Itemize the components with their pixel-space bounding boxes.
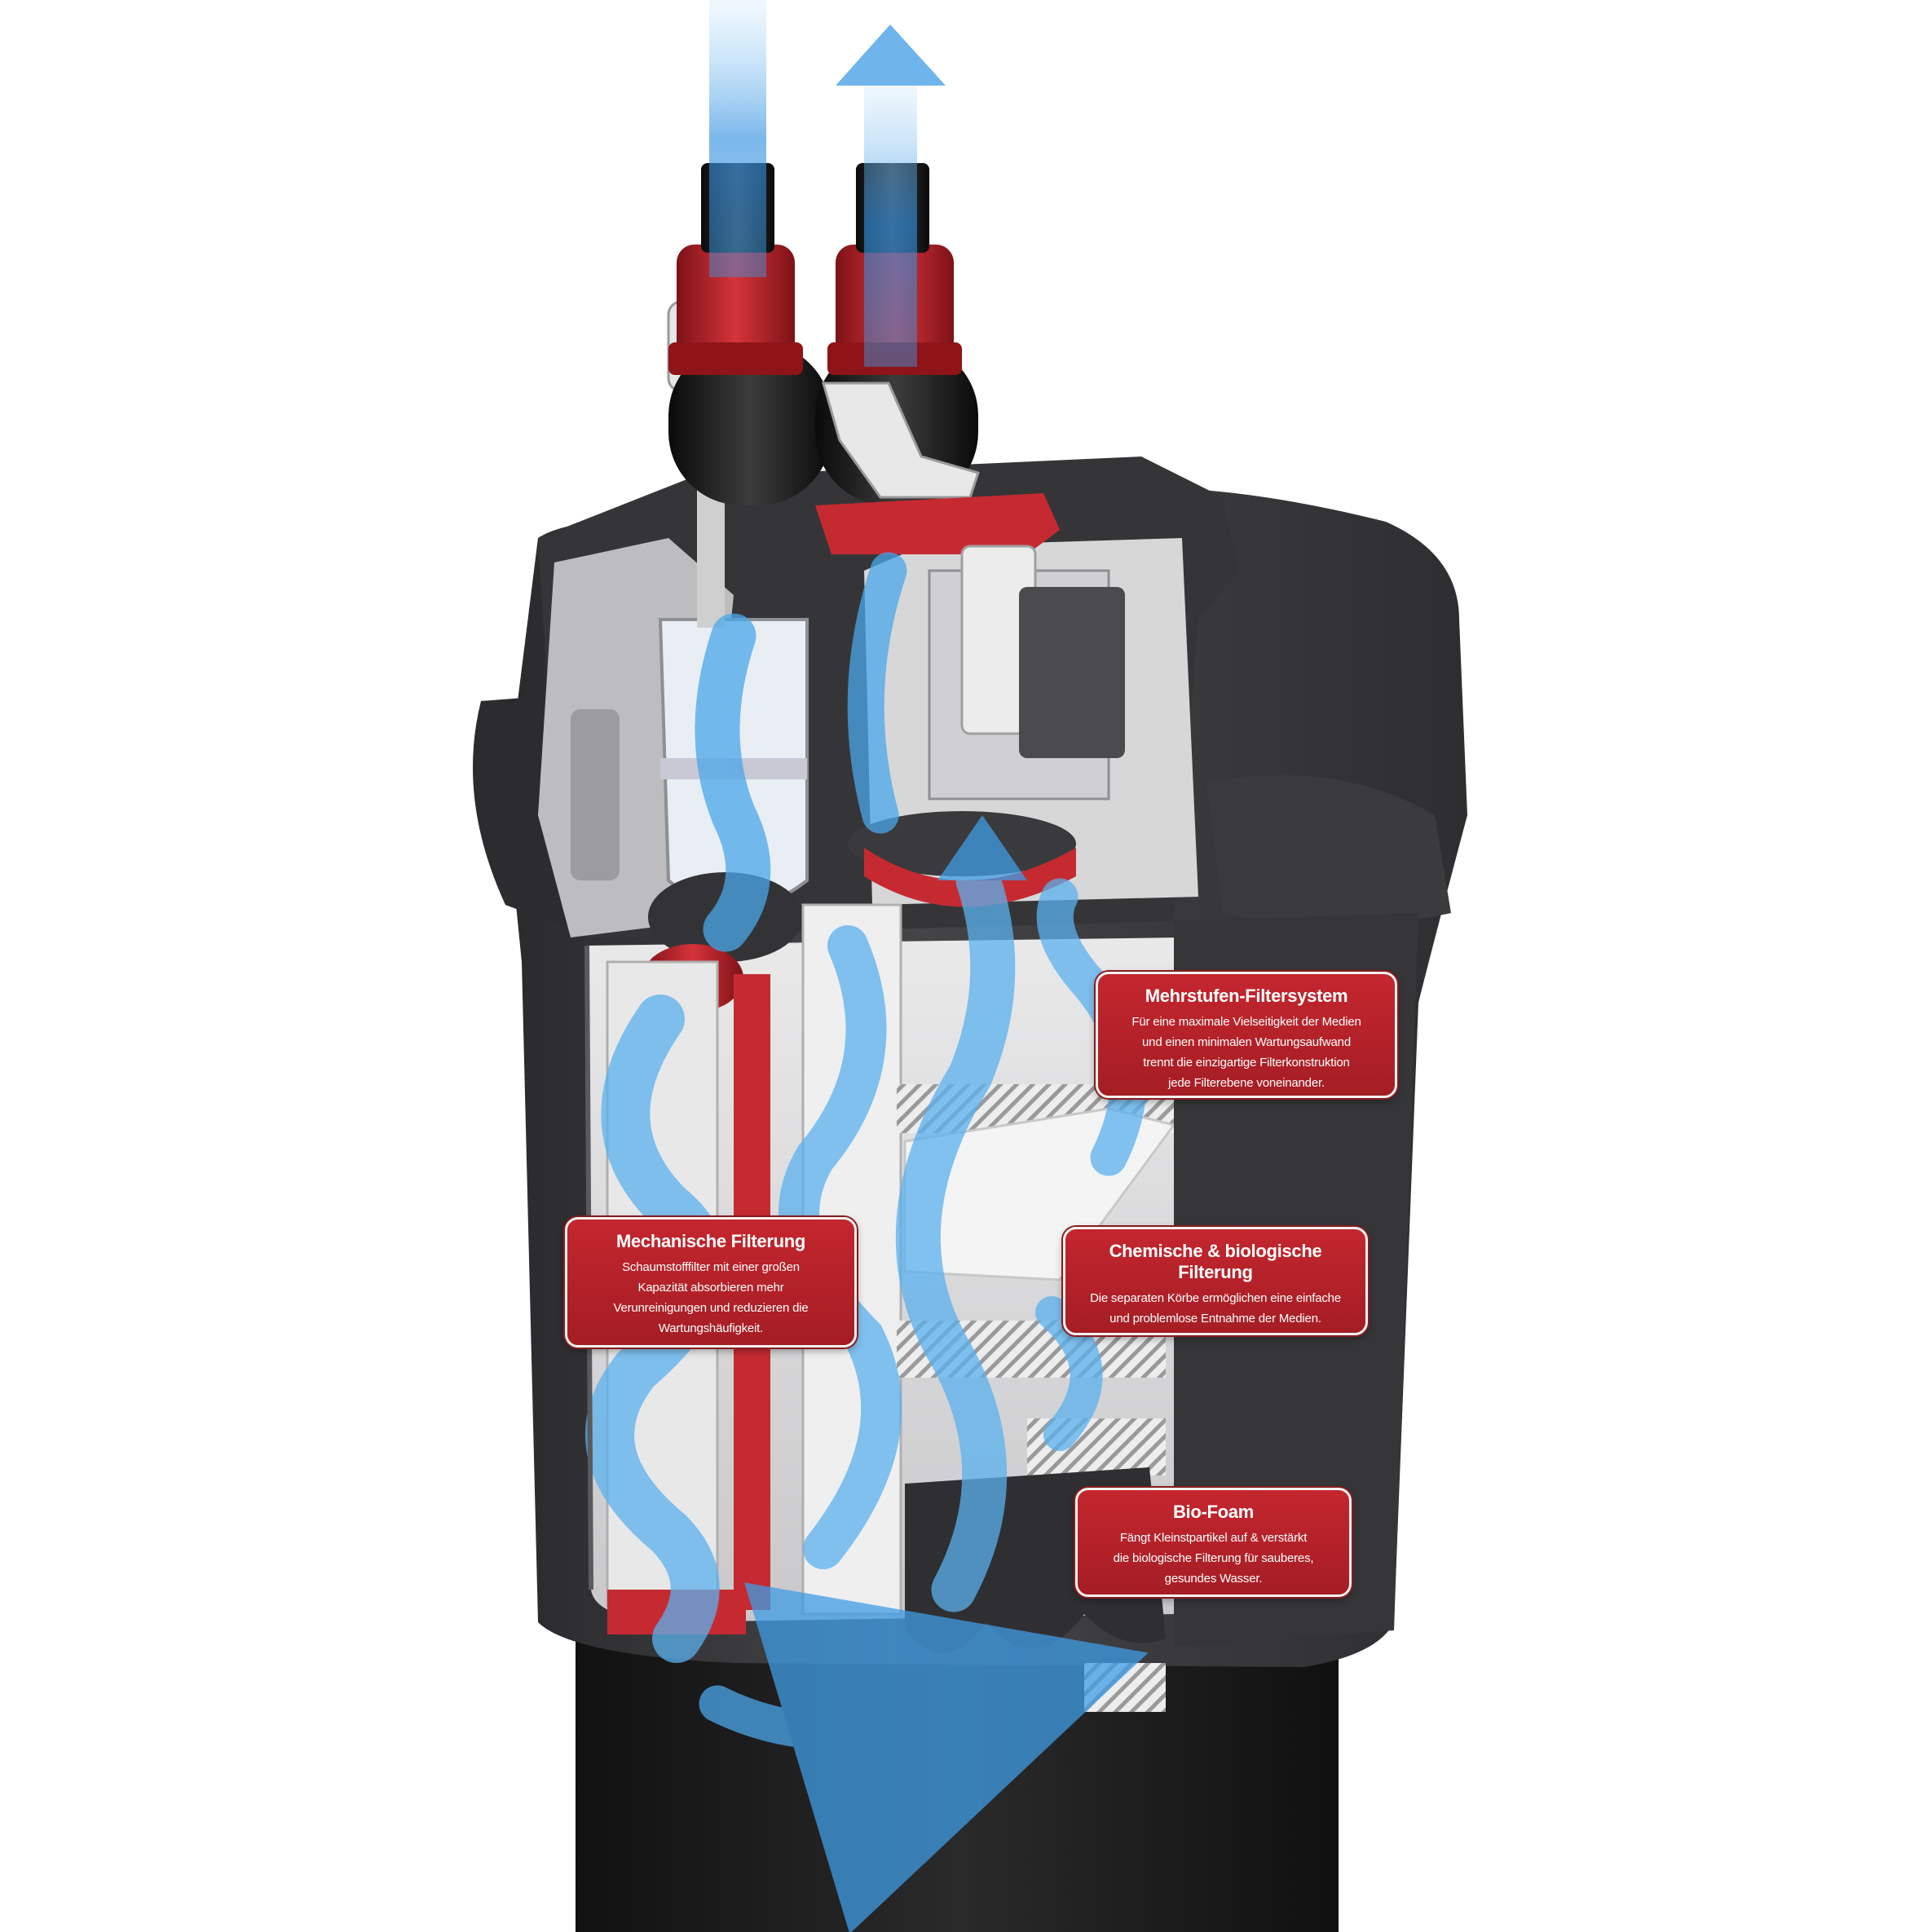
callout-multistage-line-4: jede Filterebene voneinander. xyxy=(1113,1073,1380,1093)
outflow-hose-water xyxy=(709,0,766,277)
callout-multistage-title: Mehrstufen-Filtersystem xyxy=(1113,986,1380,1007)
callout-multistage-line-3: trennt die einzigartige Filterkonstrukti… xyxy=(1113,1052,1380,1073)
callout-chemical-biological: Chemische & biologische Filterung Die se… xyxy=(1063,1227,1368,1335)
return-arrow-head xyxy=(836,24,946,86)
callout-chemical-title: Chemische & biologische Filterung xyxy=(1080,1241,1351,1283)
hose-nut-base-left xyxy=(668,342,803,375)
callout-bio-foam: Bio-Foam Fängt Kleinstpartikel auf & ver… xyxy=(1075,1488,1352,1597)
callout-biofoam-line-3: gesundes Wasser. xyxy=(1092,1568,1334,1589)
callout-multistage-line-2: und einen minimalen Wartungsaufwand xyxy=(1113,1032,1380,1052)
callout-mechanical-title: Mechanische Filterung xyxy=(582,1231,840,1252)
callout-multistage-filter: Mehrstufen-Filtersystem Für eine maximal… xyxy=(1096,972,1397,1098)
callout-chemical-line-2: und problemlose Entnahme der Medien. xyxy=(1080,1308,1351,1329)
callout-chemical-line-1: Die separaten Körbe ermöglichen eine ein… xyxy=(1080,1288,1351,1308)
callout-mechanical-filter: Mechanische Filterung Schaumstofffilter … xyxy=(565,1217,857,1348)
callout-biofoam-title: Bio-Foam xyxy=(1092,1502,1334,1523)
return-hose-water xyxy=(864,82,917,367)
callout-mechanical-line-4: Wartungshäufigkeit. xyxy=(582,1318,840,1339)
callout-multistage-line-1: Für eine maximale Vielseitigkeit der Med… xyxy=(1113,1012,1380,1032)
motor-module xyxy=(1019,587,1125,758)
media-basket-bottom xyxy=(1084,1663,1166,1712)
callout-mechanical-line-2: Kapazität absorbieren mehr xyxy=(582,1277,840,1298)
callout-biofoam-line-2: die biologische Filterung für sauberes, xyxy=(1092,1548,1334,1568)
callout-mechanical-line-1: Schaumstofffilter mit einer großen xyxy=(582,1257,840,1277)
intake-housing-clip xyxy=(571,709,620,880)
callout-mechanical-line-3: Verunreinigungen und reduzieren die xyxy=(582,1298,840,1318)
callout-biofoam-line-1: Fängt Kleinstpartikel auf & verstärkt xyxy=(1092,1528,1334,1548)
